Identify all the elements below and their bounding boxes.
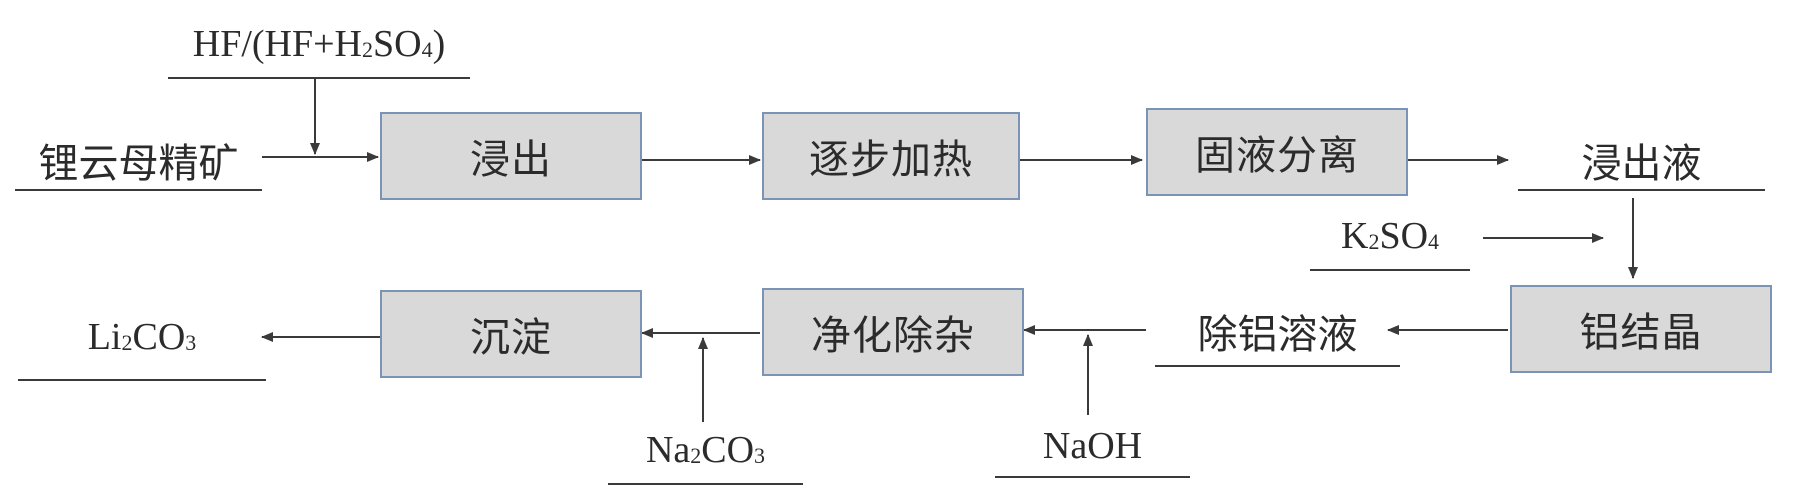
purification-box: 净化除杂	[762, 288, 1024, 376]
aluminum-crystallization-box: 铝结晶	[1510, 285, 1772, 373]
aluminum-crystallization-label: 铝结晶	[1579, 310, 1703, 356]
na2co3-co: CO	[701, 429, 755, 471]
leaching-label: 浸出	[470, 137, 552, 183]
naoh-label: NaOH	[995, 418, 1190, 474]
product-subscript-2: 2	[121, 330, 133, 355]
product-subscript-3: 3	[185, 330, 197, 355]
acid-suffix: )	[432, 23, 446, 65]
product-co: CO	[132, 316, 186, 358]
na2co3-subscript-3: 3	[754, 443, 766, 468]
al-removed-solution-text: 除铝溶液	[1197, 312, 1358, 358]
k2so4-subscript-4: 4	[1428, 229, 1440, 254]
solid-liquid-separation-label: 固液分离	[1195, 133, 1359, 179]
acid-subscript-2: 2	[362, 37, 373, 62]
acid-subscript-4: 4	[421, 37, 433, 62]
na2co3-na: Na	[645, 429, 691, 471]
raw-material-label: 锂云母精矿	[15, 132, 262, 188]
gradual-heating-box: 逐步加热	[762, 112, 1020, 200]
purification-label: 净化除杂	[811, 313, 975, 359]
leaching-box: 浸出	[380, 112, 642, 200]
leachate-text: 浸出液	[1581, 141, 1702, 187]
k2so4-k: K	[1340, 215, 1369, 257]
acid-prefix: HF/(HF+H	[192, 23, 362, 65]
naoh-text: NaOH	[1042, 425, 1143, 467]
raw-material-text: 锂云母精矿	[38, 141, 239, 187]
k2so4-subscript-2: 2	[1368, 229, 1380, 254]
acid-mid: SO	[373, 23, 422, 65]
na2co3-subscript-2: 2	[690, 443, 702, 468]
k2so4-so: SO	[1379, 215, 1429, 257]
solid-liquid-separation-box: 固液分离	[1146, 108, 1408, 196]
gradual-heating-label: 逐步加热	[809, 137, 973, 183]
leachate-label: 浸出液	[1518, 132, 1765, 188]
precipitation-box: 沉淀	[380, 290, 642, 378]
al-removed-solution-label: 除铝溶液	[1155, 300, 1400, 362]
product-li: Li	[87, 316, 122, 358]
precipitation-label: 沉淀	[470, 315, 552, 361]
